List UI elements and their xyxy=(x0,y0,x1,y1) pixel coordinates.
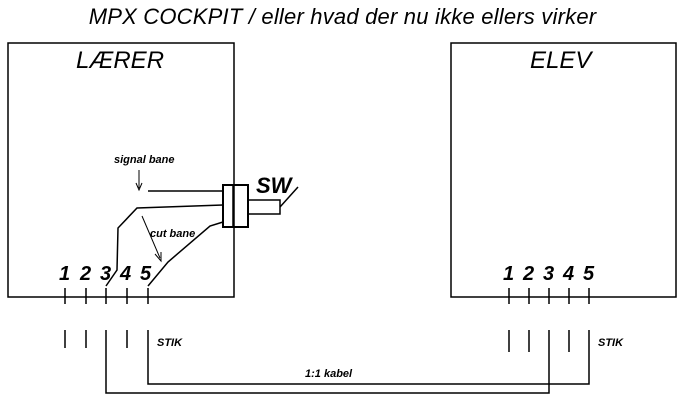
wire-pin5-switch xyxy=(147,221,224,287)
teacher-pin-2: 2 xyxy=(79,263,91,285)
student-pin-2: 2 xyxy=(522,263,534,285)
teacher-box xyxy=(7,42,235,298)
cut-label: cut bane xyxy=(150,228,195,240)
student-pin-stubs xyxy=(508,288,590,304)
student-pin-4: 4 xyxy=(562,263,574,285)
teacher-pin-5: 5 xyxy=(140,263,152,285)
student-pin-1: 1 xyxy=(503,263,514,285)
teacher-label: LÆRER xyxy=(76,47,164,74)
cable-pin3 xyxy=(105,348,550,394)
student-label: ELEV xyxy=(530,47,593,74)
teacher-plug-pins xyxy=(64,330,149,348)
signal-label: signal bane xyxy=(114,154,175,166)
teacher-pin-3: 3 xyxy=(100,263,111,285)
wire-pin3-switch xyxy=(105,204,224,287)
cable-label: 1:1 kabel xyxy=(305,368,353,380)
signal-arrow-head xyxy=(135,182,143,192)
teacher-pin-1: 1 xyxy=(59,263,70,285)
switch-lever-tip xyxy=(279,186,299,208)
teacher-pin-4: 4 xyxy=(119,263,131,285)
switch-lever xyxy=(247,199,281,215)
student-pin-5: 5 xyxy=(583,263,595,285)
student-plug-label: STIK xyxy=(598,337,624,349)
cut-arrow-shaft xyxy=(141,215,161,259)
cable-pin5 xyxy=(147,348,590,385)
student-pin-3: 3 xyxy=(543,263,554,285)
student-plug-pins xyxy=(508,330,590,352)
cut-arrow-head xyxy=(154,252,162,263)
switch-label: SW xyxy=(256,173,294,198)
switch-body xyxy=(222,184,249,228)
teacher-pin-stubs xyxy=(64,288,149,304)
student-box xyxy=(450,42,677,298)
teacher-plug-label: STIK xyxy=(157,337,183,349)
diagram-title: MPX COCKPIT / eller hvad der nu ikke ell… xyxy=(88,4,597,29)
